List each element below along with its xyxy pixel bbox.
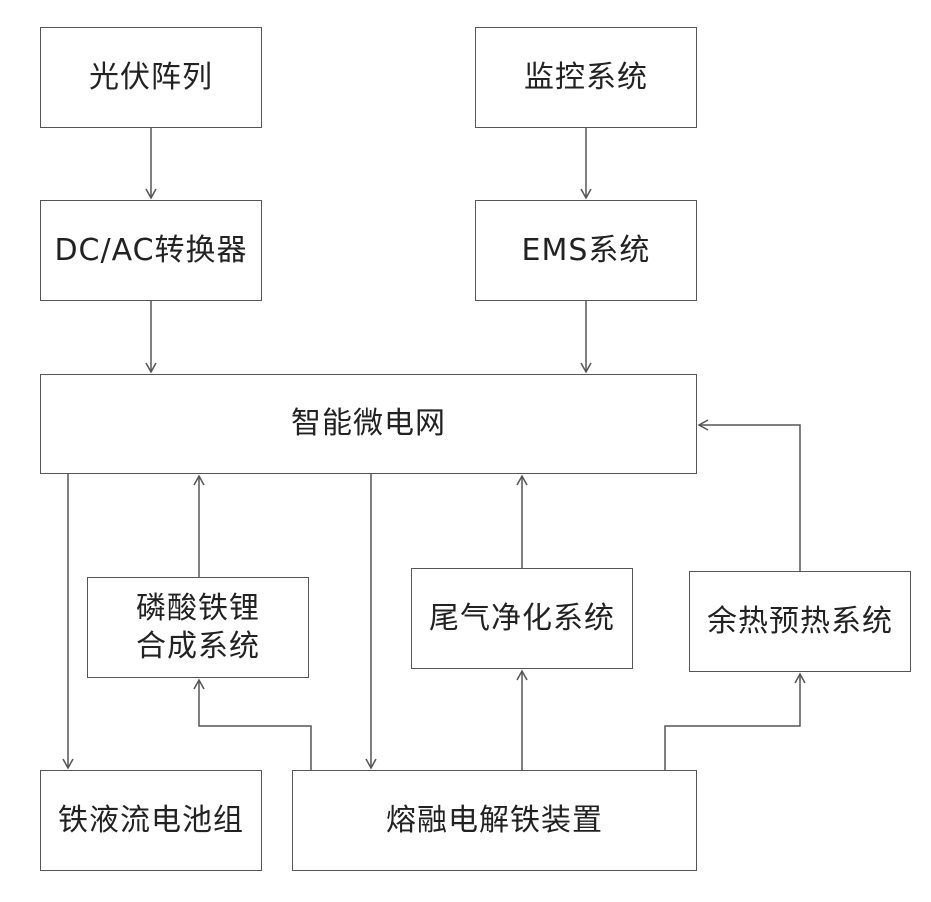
- smart-microgrid-label: 智能微电网: [291, 405, 446, 443]
- monitoring-system-box: 监控系统: [475, 27, 697, 128]
- pv-array-label: 光伏阵列: [89, 59, 213, 97]
- arrow-melt-to-lfp: [199, 680, 311, 770]
- iron-flow-battery-box: 铁液流电池组: [40, 770, 262, 871]
- iron-flow-battery-label: 铁液流电池组: [58, 802, 244, 840]
- smart-microgrid-box: 智能微电网: [40, 374, 697, 474]
- waste-heat-preheat-label: 余热预热系统: [707, 603, 893, 641]
- arrow-heat-to-grid: [699, 425, 800, 571]
- lfp-synthesis-label-line2: 合成系统: [136, 628, 260, 666]
- ems-system-label: EMS系统: [522, 232, 651, 270]
- molten-electrolysis-label: 熔融电解铁装置: [386, 802, 603, 840]
- arrow-melt-to-heat: [665, 674, 800, 770]
- exhaust-purification-label: 尾气净化系统: [429, 600, 615, 638]
- lfp-synthesis-label-line1: 磷酸铁锂: [136, 590, 260, 628]
- exhaust-purification-box: 尾气净化系统: [411, 568, 633, 669]
- molten-electrolysis-box: 熔融电解铁装置: [292, 770, 697, 871]
- dcac-converter-label: DC/AC转换器: [54, 232, 247, 270]
- dcac-converter-box: DC/AC转换器: [40, 200, 262, 301]
- waste-heat-preheat-box: 余热预热系统: [689, 571, 911, 672]
- monitoring-system-label: 监控系统: [524, 59, 648, 97]
- pv-array-box: 光伏阵列: [40, 27, 262, 128]
- ems-system-box: EMS系统: [475, 200, 697, 301]
- lfp-synthesis-box: 磷酸铁锂 合成系统: [87, 577, 309, 678]
